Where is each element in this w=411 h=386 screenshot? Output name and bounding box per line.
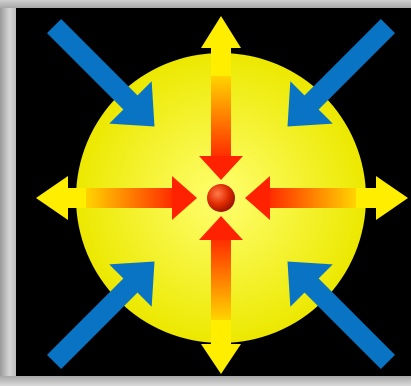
frame-bottom-edge — [0, 376, 411, 386]
diagram-panel — [16, 8, 411, 376]
compression-diagram — [16, 8, 411, 376]
frame-top-edge — [0, 0, 411, 8]
red-core — [207, 184, 235, 212]
frame-left-edge — [0, 0, 16, 386]
